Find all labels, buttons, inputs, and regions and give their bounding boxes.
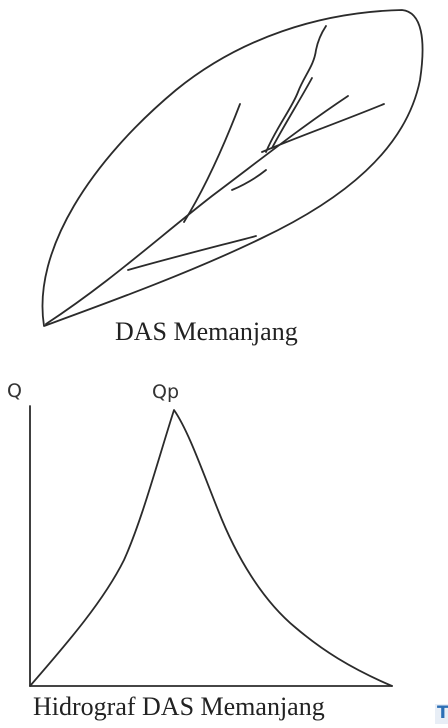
tributary-left — [183, 103, 241, 223]
tributary-right — [261, 103, 385, 153]
tributary-lower — [127, 235, 257, 271]
edge-glyph-text: T — [437, 704, 448, 723]
catchment-caption: DAS Memanjang — [115, 317, 298, 346]
main-river — [45, 95, 349, 325]
catchment-outline — [41, 9, 424, 327]
tributary-upper-2 — [271, 77, 313, 149]
y-axis-label: Q — [7, 380, 22, 402]
hydrograph-caption: Hidrograf DAS Memanjang — [33, 692, 325, 721]
tributary-spur — [231, 169, 267, 191]
tributary-upper — [265, 25, 327, 153]
edge-glyph: T — [435, 704, 448, 724]
peak-label: Qp — [152, 381, 180, 403]
hydrograph-curve — [29, 409, 393, 687]
